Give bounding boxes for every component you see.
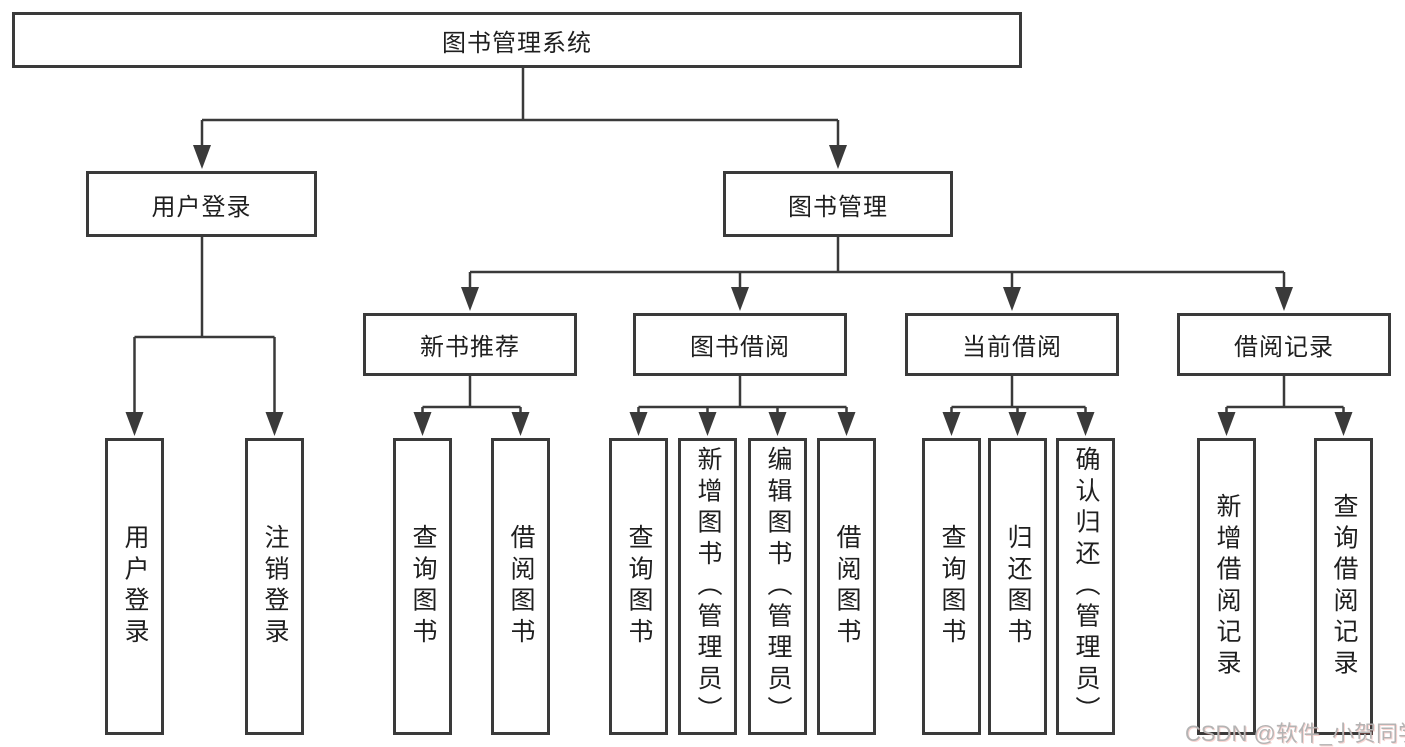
node-recommend-query-books: 查询图书 <box>393 438 452 735</box>
connector-borrow-records-children <box>1217 376 1353 436</box>
node-confirm-return-admin: 确认归还（管理员） <box>1056 438 1115 735</box>
node-current-query-books: 查询图书 <box>922 438 981 735</box>
node-recommend-borrow-books: 借阅图书 <box>491 438 550 735</box>
arrowhead-icon <box>829 145 847 169</box>
connector-book-borrow-children <box>629 376 856 436</box>
arrowhead-icon <box>837 412 856 436</box>
node-borrow-query-books: 查询图书 <box>609 438 668 735</box>
node-add-borrow-record: 新增借阅记录 <box>1197 438 1256 735</box>
arrowhead-icon <box>1076 412 1095 436</box>
arrowhead-icon <box>265 412 284 436</box>
node-return-books: 归还图书 <box>988 438 1047 735</box>
node-user-login: 用户登录 <box>86 171 317 237</box>
node-user-login-action: 用户登录 <box>105 438 164 735</box>
arrowhead-icon <box>125 412 144 436</box>
arrowhead-icon <box>768 412 787 436</box>
node-query-borrow-record: 查询借阅记录 <box>1314 438 1373 735</box>
watermark: CSDN @软件_小贺同学 <box>1185 721 1405 746</box>
arrowhead-icon <box>1217 412 1236 436</box>
connector-book-mgmt-to-level3 <box>461 237 1293 311</box>
node-root: 图书管理系统 <box>12 12 1022 68</box>
arrowhead-icon <box>461 287 479 311</box>
node-edit-book-admin: 编辑图书（管理员） <box>748 438 807 735</box>
node-add-book-admin: 新增图书（管理员） <box>678 438 737 735</box>
node-current-borrow: 当前借阅 <box>905 313 1119 376</box>
node-book-mgmt: 图书管理 <box>723 171 953 237</box>
arrowhead-icon <box>629 412 648 436</box>
arrowhead-icon <box>731 287 749 311</box>
arrowhead-icon <box>1003 287 1021 311</box>
arrowhead-icon <box>1008 412 1027 436</box>
arrowhead-icon <box>193 145 211 169</box>
node-borrow-records: 借阅记录 <box>1177 313 1391 376</box>
connector-new-book-children <box>413 376 530 436</box>
node-borrow-books: 借阅图书 <box>817 438 876 735</box>
node-book-borrow: 图书借阅 <box>633 313 847 376</box>
connector-root-to-level2 <box>193 68 847 169</box>
arrowhead-icon <box>1334 412 1353 436</box>
arrowhead-icon <box>698 412 717 436</box>
connector-current-borrow-children <box>942 376 1095 436</box>
node-new-book-rec: 新书推荐 <box>363 313 577 376</box>
node-logout-action: 注销登录 <box>245 438 304 735</box>
arrowhead-icon <box>942 412 961 436</box>
connector-user-login-children <box>125 237 284 436</box>
arrowhead-icon <box>511 412 530 436</box>
arrowhead-icon <box>1275 287 1293 311</box>
arrowhead-icon <box>413 412 432 436</box>
